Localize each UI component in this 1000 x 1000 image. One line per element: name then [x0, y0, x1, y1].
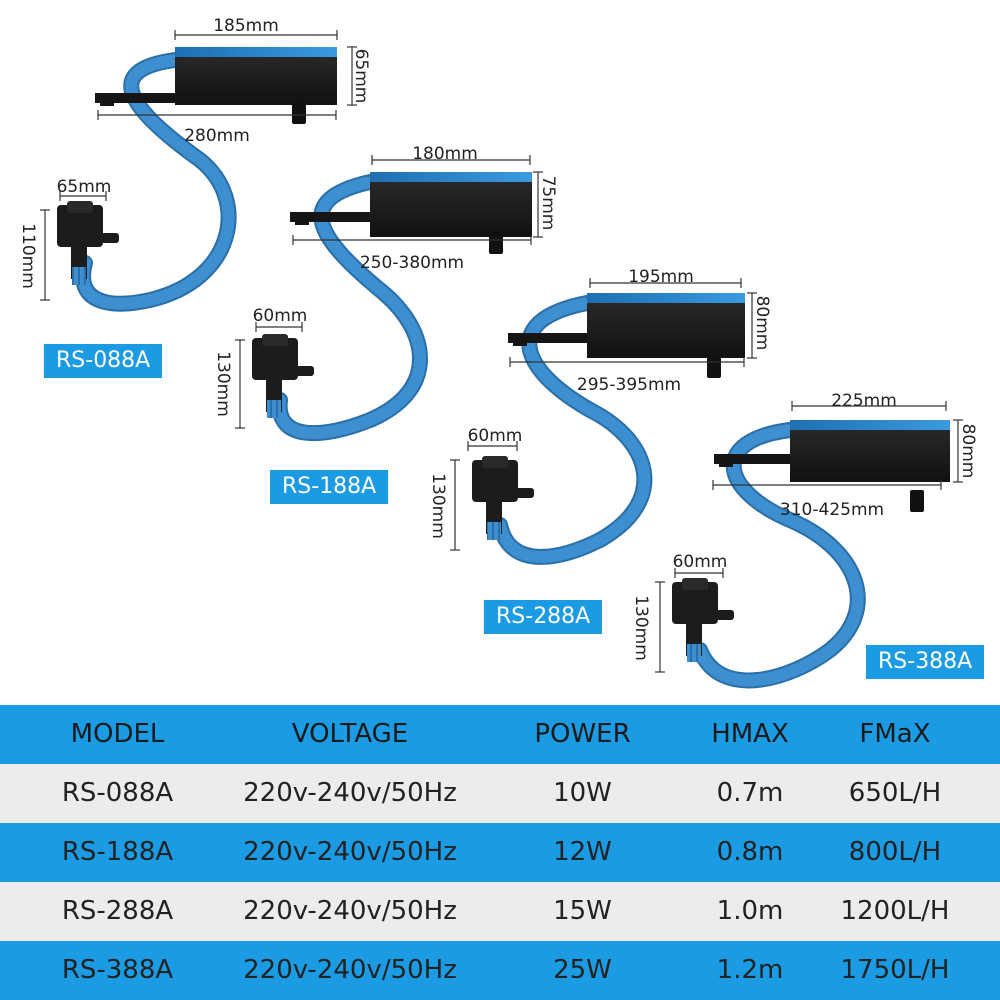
pump-top: [482, 456, 508, 468]
pump-inlet-hose: [487, 522, 501, 540]
rail-length-label: 280mm: [184, 126, 250, 146]
header-power: POWER: [534, 719, 631, 749]
cell-power: 25W: [553, 955, 612, 985]
cell-voltage: 220v-240v/50Hz: [243, 896, 457, 926]
table-row: RS-088A 220v-240v/50Hz 10W 0.7m 650L/H: [0, 764, 1000, 823]
cell-voltage: 220v-240v/50Hz: [243, 837, 457, 867]
model-label: RS-188A: [270, 470, 389, 504]
rail-length-label: 295-395mm: [577, 375, 681, 395]
pump-top: [262, 334, 288, 346]
header-voltage: VOLTAGE: [291, 719, 409, 749]
cell-fmax: 800L/H: [848, 837, 942, 867]
rail-hook: [513, 340, 527, 346]
hose: [694, 424, 864, 687]
model-label: RS-288A: [484, 600, 603, 634]
cell-fmax: 1750L/H: [840, 955, 950, 985]
pump-outlet: [516, 488, 534, 498]
mounting-rail: [714, 454, 795, 464]
mounting-rail: [508, 333, 592, 343]
product-group-rs-188a: 180mm 75mm 250-380mm 60mm 130mm: [213, 144, 558, 442]
box-width-label: 185mm: [213, 16, 279, 36]
pump-outlet: [101, 233, 119, 243]
box-width-label: 180mm: [412, 144, 478, 164]
cell-model: RS-188A: [61, 837, 174, 867]
filter-box-lid: [587, 293, 745, 303]
mounting-rail: [95, 93, 180, 103]
header-hmax: HMAX: [711, 719, 789, 749]
product-group-rs-388a: 225mm 80mm 310-425mm 60mm 130mm: [631, 391, 978, 689]
filter-box-lid: [175, 47, 337, 57]
outlet-pipe: [292, 102, 306, 124]
pump-height-label: 110mm: [18, 223, 38, 289]
cell-hmax: 1.2m: [716, 955, 784, 985]
box-height-label: 65mm: [351, 49, 371, 104]
model-label: RS-088A: [44, 344, 163, 378]
filter-box-lid: [370, 172, 532, 182]
box-height-label: 75mm: [538, 176, 558, 231]
cell-hmax: 0.8m: [716, 837, 784, 867]
cell-voltage: 220v-240v/50Hz: [243, 778, 457, 808]
box-width-label: 195mm: [628, 267, 694, 287]
cell-model: RS-288A: [61, 896, 174, 926]
pump-body: [472, 460, 518, 502]
pump-width-label: 60mm: [673, 552, 728, 572]
product-diagram: 185mm 65mm 280mm 65mm 110mm 180mm 75mm 250-380m…: [18, 16, 978, 689]
pump-body: [672, 582, 718, 624]
pump-outlet: [716, 610, 734, 620]
filter-box: [370, 172, 532, 237]
outlet-pipe: [489, 232, 503, 254]
model-label: RS-388A: [866, 645, 985, 679]
pump-width-label: 65mm: [57, 177, 112, 197]
cell-power: 10W: [553, 778, 612, 808]
table-header-row: MODEL VOLTAGE POWER HMAX FMaX: [0, 705, 1000, 764]
rail-hook: [719, 461, 733, 467]
cell-model: RS-088A: [61, 778, 174, 808]
rail-length-label: 250-380mm: [360, 253, 464, 273]
rail-hook: [295, 219, 309, 225]
spec-table: MODEL VOLTAGE POWER HMAX FMaX RS-088A 22…: [0, 705, 1000, 1000]
pump-inlet-hose: [72, 267, 86, 285]
pump-outlet: [296, 366, 314, 376]
pump-height-label: 130mm: [213, 351, 233, 417]
cell-fmax: 1200L/H: [840, 896, 950, 926]
product-group-rs-288a: 195mm 80mm 295-395mm 60mm 130mm: [428, 267, 772, 565]
box-width-label: 225mm: [831, 391, 897, 411]
rail-hook: [100, 100, 114, 106]
hose: [77, 54, 235, 310]
outlet-pipe: [707, 356, 721, 378]
product-group-rs-088a: 185mm 65mm 280mm 65mm 110mm: [18, 16, 371, 312]
cell-power: 15W: [553, 896, 612, 926]
cell-hmax: 0.7m: [716, 778, 784, 808]
cell-hmax: 1.0m: [716, 896, 784, 926]
cell-model: RS-388A: [61, 955, 174, 985]
mounting-rail: [290, 212, 375, 222]
filter-box: [587, 293, 745, 358]
pump-top: [682, 578, 708, 590]
header-model: MODEL: [70, 719, 165, 749]
cell-power: 12W: [553, 837, 612, 867]
box-height-label: 80mm: [752, 296, 772, 351]
pump-width-label: 60mm: [253, 306, 308, 326]
pump-inlet-hose: [687, 644, 701, 662]
product-illustrations: 185mm 65mm 280mm 65mm 110mm 180mm 75mm 250-380m…: [18, 16, 985, 689]
pump-width-label: 60mm: [468, 426, 523, 446]
pump-body: [252, 338, 298, 380]
cell-voltage: 220v-240v/50Hz: [243, 955, 457, 985]
rail-length-label: 310-425mm: [780, 500, 884, 520]
table-row: RS-188A 220v-240v/50Hz 12W 0.8m 800L/H: [0, 823, 1000, 882]
pump-height-label: 130mm: [428, 473, 448, 539]
hose: [494, 297, 651, 563]
filter-box-lid: [790, 420, 950, 430]
box-height-label: 80mm: [958, 424, 978, 479]
table-row: RS-388A 220v-240v/50Hz 25W 1.2m 1750L/H: [0, 941, 1000, 1000]
header-fmax: FMaX: [859, 719, 931, 749]
cell-fmax: 650L/H: [848, 778, 942, 808]
table-row: RS-288A 220v-240v/50Hz 15W 1.0m 1200L/H: [0, 882, 1000, 941]
filter-box: [790, 420, 950, 482]
pump-height-label: 130mm: [631, 595, 651, 661]
outlet-pipe: [910, 490, 924, 512]
pump-top: [67, 201, 93, 213]
pump-body: [57, 205, 103, 247]
pump-inlet-hose: [267, 400, 281, 418]
